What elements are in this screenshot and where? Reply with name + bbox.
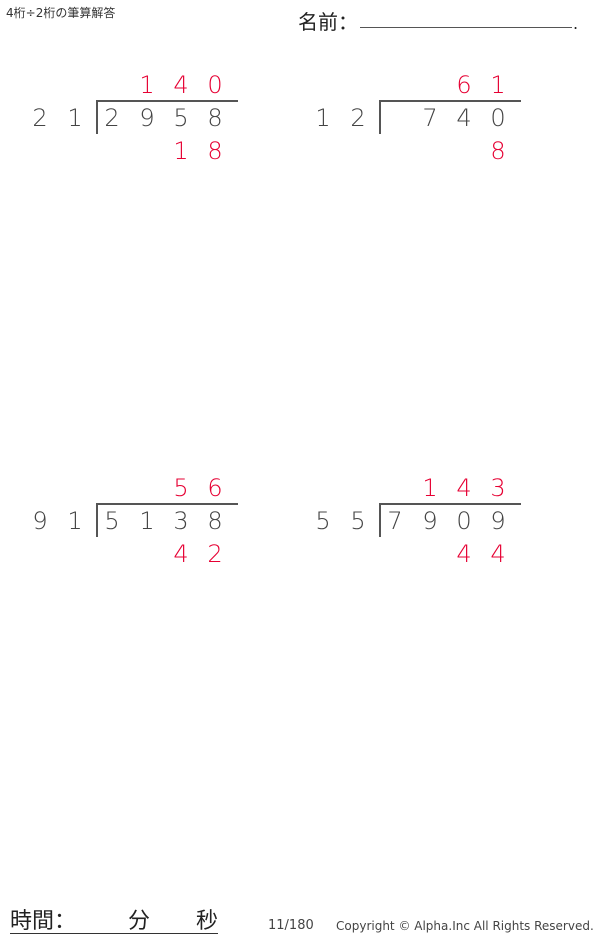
minutes-label: 分 xyxy=(128,909,151,934)
divisor-digit: 5 xyxy=(315,507,331,535)
divisor-digit: 2 xyxy=(350,104,366,132)
dividend-digit: 8 xyxy=(207,507,223,535)
page-number: 11/180 xyxy=(268,918,314,933)
dividend-digit: 7 xyxy=(422,104,438,132)
division-bracket-side xyxy=(96,100,98,134)
division-bracket-top xyxy=(97,503,238,505)
division-bracket-top xyxy=(380,100,521,102)
remainder-digit: 4 xyxy=(173,540,189,568)
divisor-digit: 1 xyxy=(67,104,83,132)
quotient-digit: 6 xyxy=(456,71,472,99)
dividend-digit: 4 xyxy=(456,104,472,132)
division-bracket-side xyxy=(379,100,381,134)
division-problem-2: 6 1 1 2 7 4 0 8 xyxy=(283,70,553,180)
dividend-digit: 2 xyxy=(104,104,120,132)
dividend-digit: 0 xyxy=(456,507,472,535)
quotient-digit: 1 xyxy=(490,71,506,99)
time-record-field[interactable]: 時間： 分 秒 xyxy=(10,903,218,934)
quotient-digit: 3 xyxy=(490,474,506,502)
remainder-digit: 8 xyxy=(207,137,223,165)
dividend-digit: 8 xyxy=(207,104,223,132)
quotient-digit: 1 xyxy=(139,71,155,99)
dividend-digit: 9 xyxy=(139,104,155,132)
quotient-digit: 4 xyxy=(456,474,472,502)
remainder-digit: 4 xyxy=(456,540,472,568)
divisor-digit: 9 xyxy=(32,507,48,535)
dividend-digit: 9 xyxy=(422,507,438,535)
division-bracket-top xyxy=(97,100,238,102)
time-label: 時間： xyxy=(10,909,77,934)
dividend-digit: 7 xyxy=(387,507,403,535)
division-problem-1: 1 4 0 2 1 2 9 5 8 1 8 xyxy=(0,70,270,180)
divisor-digit: 1 xyxy=(315,104,331,132)
quotient-digit: 5 xyxy=(173,474,189,502)
name-end-dot: . xyxy=(573,14,579,33)
division-bracket-side xyxy=(379,503,381,537)
divisor-digit: 5 xyxy=(350,507,366,535)
dividend-digit: 1 xyxy=(139,507,155,535)
name-label: 名前： xyxy=(298,10,358,34)
seconds-label: 秒 xyxy=(196,909,219,934)
division-problem-3: 5 6 9 1 5 1 3 8 4 2 xyxy=(0,473,270,583)
copyright-text: Copyright © Alpha.Inc All Rights Reserve… xyxy=(336,919,594,933)
remainder-digit: 1 xyxy=(173,137,189,165)
quotient-digit: 1 xyxy=(422,474,438,502)
dividend-digit: 5 xyxy=(104,507,120,535)
dividend-digit: 3 xyxy=(173,507,189,535)
dividend-digit: 9 xyxy=(490,507,506,535)
name-field-line[interactable] xyxy=(360,27,572,28)
dividend-digit: 0 xyxy=(490,104,506,132)
dividend-digit: 5 xyxy=(173,104,189,132)
divisor-digit: 2 xyxy=(32,104,48,132)
division-problem-4: 1 4 3 5 5 7 9 0 9 4 4 xyxy=(283,473,553,583)
divisor-digit: 1 xyxy=(67,507,83,535)
quotient-digit: 4 xyxy=(173,71,189,99)
remainder-digit: 2 xyxy=(207,540,223,568)
quotient-digit: 0 xyxy=(207,71,223,99)
remainder-digit: 8 xyxy=(490,137,506,165)
division-bracket-top xyxy=(380,503,521,505)
quotient-digit: 6 xyxy=(207,474,223,502)
division-bracket-side xyxy=(96,503,98,537)
remainder-digit: 4 xyxy=(490,540,506,568)
worksheet-title: 4桁÷2桁の筆算解答 xyxy=(6,6,116,20)
